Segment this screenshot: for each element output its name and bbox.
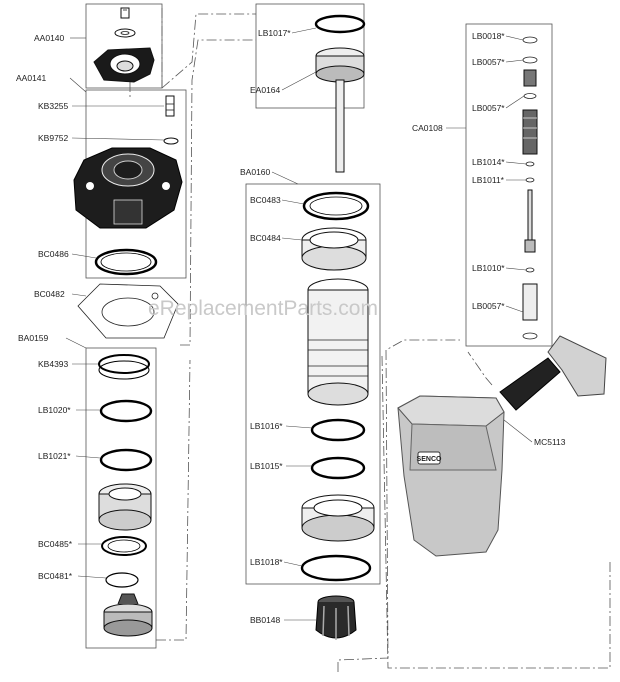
label-lb1017: LB1017* <box>258 28 291 38</box>
cylinder-sleeve-part <box>307 278 369 406</box>
gasket-ring-part <box>94 248 158 276</box>
label-bc0486: BC0486 <box>38 249 69 259</box>
valve-piston-part <box>103 593 153 637</box>
ring-bc0484-part <box>301 227 367 271</box>
part-labels: AA0140 AA0141 KB3255 KB9752 BC0486 BC048… <box>16 28 566 625</box>
nose-bb0148-part <box>315 595 357 640</box>
label-lb1011: LB1011* <box>472 175 505 185</box>
label-lb0018: LB0018* <box>472 31 505 41</box>
head-gasket-part <box>77 283 179 339</box>
piston-driver-part <box>315 47 365 173</box>
group-box-ba0160 <box>245 183 381 585</box>
label-mc5113: MC5113 <box>534 437 566 447</box>
label-kb4393: KB4393 <box>38 359 69 369</box>
label-bc0482: BC0482 <box>34 289 65 299</box>
label-lb0057-b: LB0057* <box>472 103 505 113</box>
watermark-text: eReplacementParts.com <box>148 297 378 320</box>
lower-sleeve-part <box>301 494 375 542</box>
assembly-path-lines <box>129 8 611 672</box>
label-lb1018: LB1018* <box>250 557 283 567</box>
seal-bc0485-part <box>101 536 147 556</box>
bumper-part <box>98 354 150 380</box>
label-lb1020: LB1020* <box>38 405 71 415</box>
label-aa0141: AA0141 <box>16 73 47 83</box>
oring-lb1017-part <box>314 14 366 34</box>
label-lb1016: LB1016* <box>250 421 283 431</box>
cap-screw-part <box>114 7 136 38</box>
label-ea0164: EA0164 <box>250 85 281 95</box>
oring-lb1018-part <box>300 554 372 582</box>
seal-bc0481-part <box>105 572 139 588</box>
group-box-ba0159 <box>85 347 157 649</box>
label-lb0057-a: LB0057* <box>472 57 505 67</box>
label-bb0148: BB0148 <box>250 615 281 625</box>
brand-plate-label: SENCO <box>417 456 442 463</box>
oring-lb1021-part <box>99 448 153 472</box>
label-lb1014: LB1014* <box>472 157 505 167</box>
label-lb1010: LB1010* <box>472 263 505 273</box>
label-bc0484: BC0484 <box>250 233 281 243</box>
label-aa0140: AA0140 <box>34 33 65 43</box>
cylinder-cap-part <box>93 47 155 83</box>
cylinder-head-part <box>73 147 183 229</box>
oring-lb1015-part <box>310 456 366 480</box>
label-lb1015: LB1015* <box>250 461 283 471</box>
head-screw-part <box>163 95 179 145</box>
bumper-bc0483-part <box>302 191 370 221</box>
label-bc0485: BC0485* <box>38 539 73 549</box>
label-lb1021: LB1021* <box>38 451 71 461</box>
oring-lb1016-part <box>310 418 366 442</box>
leader-lines <box>65 27 533 621</box>
group-box-aa0140 <box>85 3 163 89</box>
label-ba0159: BA0159 <box>18 333 49 343</box>
label-kb3255: KB3255 <box>38 101 69 111</box>
housing-mc5113-part <box>397 335 607 557</box>
label-bc0481: BC0481* <box>38 571 73 581</box>
label-ca0108: CA0108 <box>412 123 443 133</box>
trigger-valve-stack-part <box>522 36 538 340</box>
label-lb0057-c: LB0057* <box>472 301 505 311</box>
label-bc0483: BC0483 <box>250 195 281 205</box>
oring-lb1020-part <box>99 399 153 423</box>
valve-sleeve-part <box>98 483 152 531</box>
group-box-ca0108 <box>465 23 553 347</box>
label-ba0160: BA0160 <box>240 167 271 177</box>
label-kb9752: KB9752 <box>38 133 69 143</box>
